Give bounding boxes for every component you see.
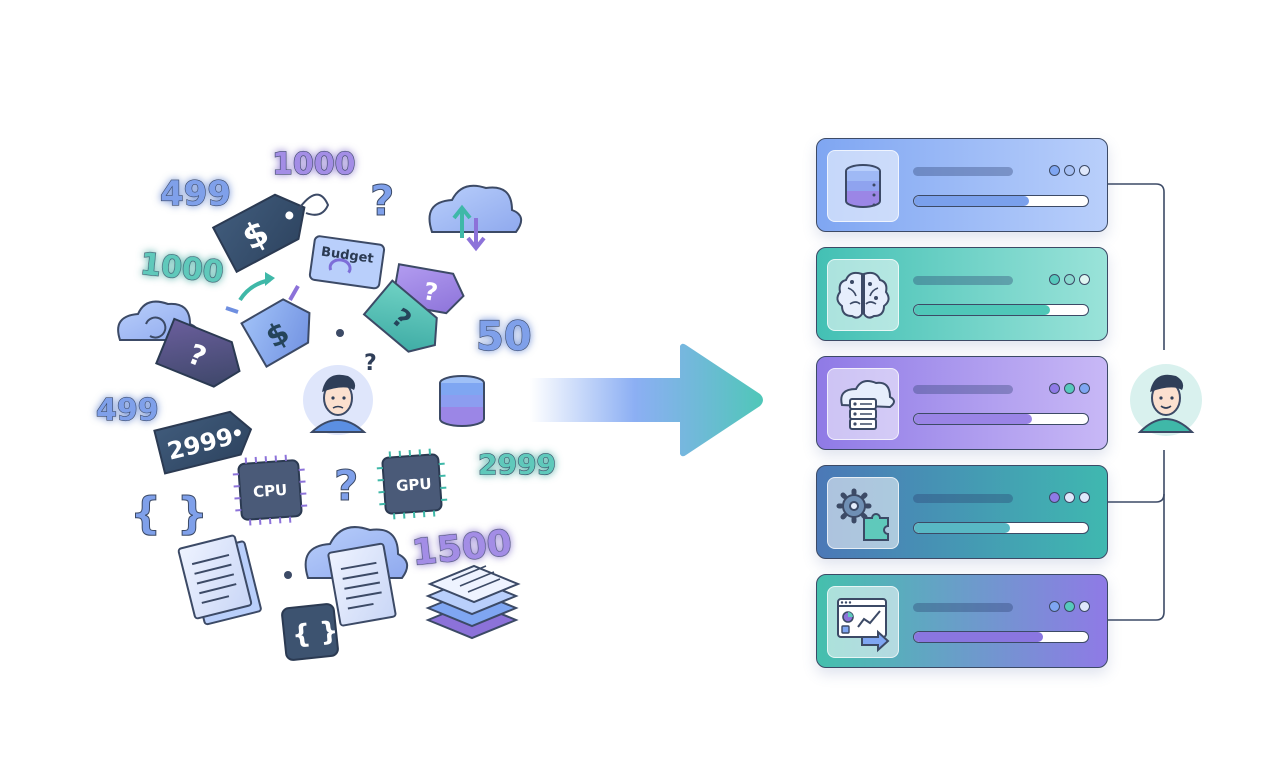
card-progress-bar xyxy=(913,413,1089,425)
price-tag-question: ? xyxy=(155,317,241,388)
service-card-integrations xyxy=(816,465,1108,559)
status-dot xyxy=(1079,274,1090,285)
question-mark: ? xyxy=(370,176,394,225)
card-icon-tile xyxy=(827,477,899,549)
status-dot xyxy=(1049,492,1060,503)
status-dot xyxy=(1064,165,1075,176)
price-tag-dollar: $ xyxy=(211,193,306,274)
service-card-ai xyxy=(816,247,1108,341)
number-label: 499 xyxy=(96,393,159,428)
cpu-chip-icon: CPU xyxy=(232,454,308,526)
card-title-placeholder xyxy=(913,603,1013,612)
card-progress-bar xyxy=(913,522,1089,534)
card-title-placeholder xyxy=(913,276,1013,285)
price-tag-question: ? xyxy=(362,279,438,353)
card-progress-fill xyxy=(914,196,1029,206)
card-icon-tile xyxy=(827,368,899,440)
service-card-database xyxy=(816,138,1108,232)
status-dot xyxy=(1079,165,1090,176)
status-dot xyxy=(1049,165,1060,176)
gear-puzzle-icon xyxy=(836,488,889,541)
card-progress-fill xyxy=(914,632,1043,642)
price-tag-dollar: $ xyxy=(240,298,311,369)
brain-icon xyxy=(836,271,890,319)
circular-arrows-icon xyxy=(225,272,300,314)
gpu-chip-icon: GPU xyxy=(376,448,448,520)
cloud-server-icon xyxy=(840,380,895,430)
card-title-placeholder xyxy=(913,385,1013,394)
card-icon-tile xyxy=(827,586,899,658)
database-icon xyxy=(845,164,881,208)
number-label: 1000 xyxy=(139,247,226,291)
card-progress-bar xyxy=(913,195,1089,207)
number-label: 50 xyxy=(476,314,532,360)
satisfied-user-avatar xyxy=(1130,364,1202,436)
status-dot xyxy=(1064,492,1075,503)
status-dot xyxy=(1049,601,1060,612)
status-dot xyxy=(1079,383,1090,394)
status-dot xyxy=(1079,492,1090,503)
code-braces-icon: { } xyxy=(291,616,340,651)
service-card-analytics xyxy=(816,574,1108,668)
confused-user-avatar: ? xyxy=(303,351,377,435)
card-progress-fill xyxy=(914,414,1033,424)
database-icon xyxy=(439,375,485,427)
card-title-placeholder xyxy=(913,494,1013,503)
gpu-label: GPU xyxy=(395,475,432,495)
question-mark: ? xyxy=(364,351,377,376)
status-dot xyxy=(1064,601,1075,612)
cpu-label: CPU xyxy=(252,481,287,501)
card-progress-fill xyxy=(914,523,1010,533)
transition-arrow xyxy=(530,343,763,457)
layers-icon xyxy=(425,564,521,640)
cloud-document-icon xyxy=(304,526,409,627)
card-icon-tile xyxy=(827,150,899,222)
status-dot xyxy=(1064,274,1075,285)
number-label: 1000 xyxy=(272,147,356,182)
card-status-dots xyxy=(1049,165,1090,177)
dot xyxy=(336,329,344,337)
budget-tag: Budget xyxy=(308,235,386,290)
card-title-placeholder xyxy=(913,167,1013,176)
price-tag-2999: 2999 xyxy=(153,410,253,475)
card-progress-fill xyxy=(914,305,1050,315)
question-mark: ? xyxy=(421,277,440,307)
chaos-cluster: 499 1000 1000 50 499 2999 1500 $ ? Budge… xyxy=(95,146,557,661)
service-card-cloud xyxy=(816,356,1108,450)
code-braces-icon: { } xyxy=(130,488,208,539)
card-status-dots xyxy=(1049,383,1090,395)
number-label: 1500 xyxy=(410,523,514,574)
status-dot xyxy=(1079,601,1090,612)
analytics-icon xyxy=(837,598,890,653)
dot xyxy=(284,571,292,579)
card-progress-bar xyxy=(913,631,1089,643)
status-dot xyxy=(1049,274,1060,285)
code-braces-tile: { } xyxy=(281,603,340,661)
number-label: 499 xyxy=(160,174,231,214)
documents-icon xyxy=(177,534,262,626)
card-status-dots xyxy=(1049,274,1090,286)
card-status-dots xyxy=(1049,601,1090,613)
card-status-dots xyxy=(1049,492,1090,504)
card-icon-tile xyxy=(827,259,899,331)
number-label: 2999 xyxy=(478,448,556,481)
status-dot xyxy=(1049,383,1060,394)
card-progress-bar xyxy=(913,304,1089,316)
cloud-sync-icon xyxy=(428,184,523,252)
connector-lines xyxy=(1108,183,1165,621)
status-dot xyxy=(1064,383,1075,394)
question-mark: ? xyxy=(334,461,358,510)
tag-string xyxy=(297,193,330,216)
